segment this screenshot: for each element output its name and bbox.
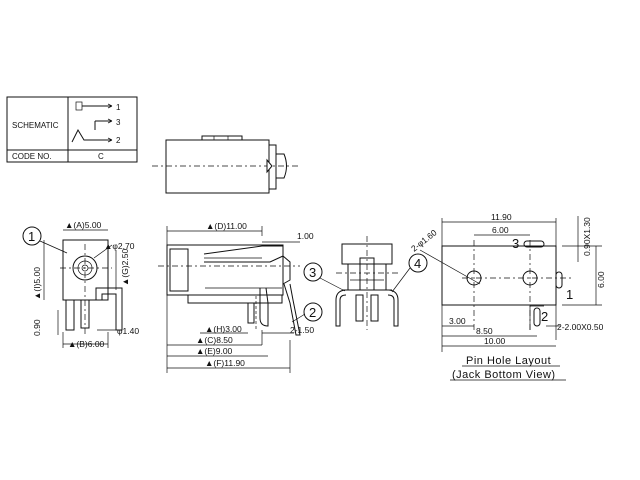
dim-11-90: 11.90	[491, 212, 512, 222]
side-view: ▲(D)11.00 1.00 2 ▲(H)3.00 2-1.50 ▲(C)8.5…	[158, 221, 323, 373]
callout-2-circle	[303, 302, 323, 322]
code-label: CODE NO.	[12, 152, 52, 161]
callout-4-circle	[408, 253, 428, 273]
pin-1-label: 1	[116, 103, 121, 112]
top-view	[152, 135, 298, 194]
dim-8-50: 8.50	[476, 326, 493, 336]
dim-phi-1-40: φ1.40	[117, 326, 139, 336]
jack-symbol	[71, 101, 113, 143]
dim-f: ▲(F)11.90	[205, 358, 245, 368]
callout-2: 2	[309, 305, 316, 320]
slot-1-label: 1	[566, 287, 573, 302]
layout-subtitle: (Jack Bottom View)	[452, 369, 556, 381]
callout-3: 3	[309, 265, 316, 280]
dim-phi-2-70: ▲φ2.70	[104, 241, 135, 251]
schematic-table: SCHEMATIC CODE NO. C 1 3 2	[6, 96, 138, 163]
dim-e: ▲(E)9.00	[196, 346, 233, 356]
dim-d: ▲(D)11.00	[206, 221, 247, 231]
dim-0-90: 0.90	[32, 319, 42, 336]
slot-3-label: 3	[512, 236, 519, 251]
code-value: C	[98, 152, 104, 161]
dim-slots-bottom: 2-2.00X0.50	[557, 322, 604, 332]
dim-hole: 2-φ1.60	[409, 227, 439, 253]
dim-slot-size: 0.90X1.30	[582, 217, 592, 256]
callout-1: 1	[28, 229, 35, 244]
slot-2	[533, 307, 541, 327]
callout-4: 4	[414, 256, 421, 271]
dim-b: ▲(B)6.00	[68, 339, 105, 349]
pin-2-label: 2	[116, 136, 121, 145]
callout-1-circle	[22, 226, 42, 246]
front-view: 1 ▲(A)5.00 ▲φ2.70 ▲(I)5.00 ▲(G)2.50 0.90…	[22, 220, 139, 349]
dim-h: ▲(H)3.00	[205, 324, 242, 334]
schematic-label: SCHEMATIC	[12, 121, 59, 130]
dim-1-00: 1.00	[297, 231, 314, 241]
slot-2-label: 2	[541, 309, 548, 324]
dim-a: ▲(A)5.00	[65, 220, 102, 230]
layout-title: Pin Hole Layout	[466, 355, 551, 367]
dim-g: ▲(G)2.50	[120, 248, 130, 286]
dim-3-00: 3.00	[449, 316, 466, 326]
dim-c: ▲(C)8.50	[196, 335, 233, 345]
dim-10-00: 10.00	[484, 336, 506, 346]
pin-hole-layout: 11.90 6.00 2-φ1.60 3 1 2 0.90X1.30 6.00 …	[409, 212, 606, 381]
dim-2-1-50: 2-1.50	[290, 325, 314, 335]
end-view: 3 4	[303, 236, 428, 330]
callout-3-circle	[303, 262, 323, 282]
dim-6-00-right: 6.00	[596, 271, 606, 288]
dim-6-00-top: 6.00	[492, 225, 509, 235]
slot-1	[555, 271, 563, 289]
slot-3	[523, 240, 545, 248]
dim-i: ▲(I)5.00	[32, 267, 42, 300]
pin-3-label: 3	[116, 118, 121, 127]
